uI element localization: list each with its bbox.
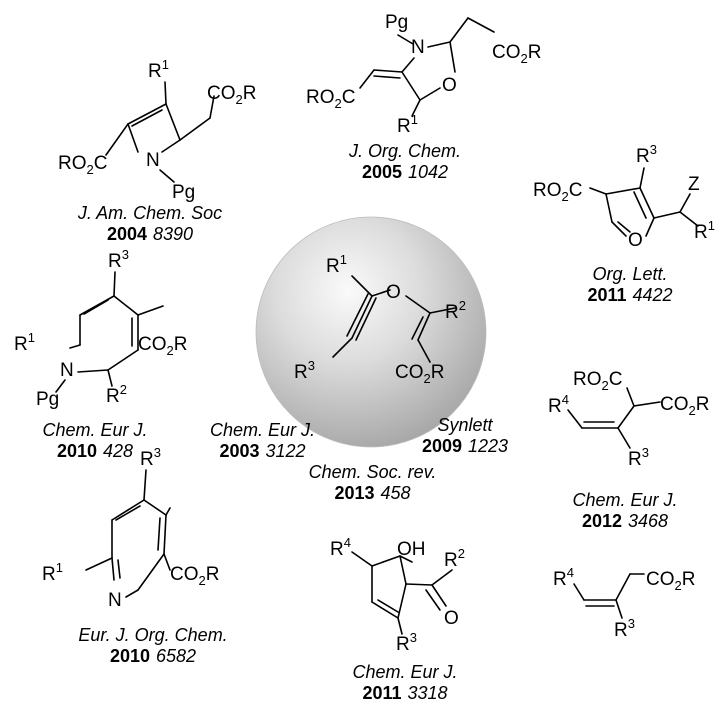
center-r1-label: R1 [326, 252, 347, 277]
malonate-structure: RO2C CO2R R4 R3 [548, 369, 709, 470]
dhp-r1-label: R1 [14, 330, 35, 355]
reference-journal: Synlett [437, 415, 493, 435]
reference-year: 2011 [587, 285, 627, 305]
reference-page: 1223 [468, 436, 509, 456]
oxazolidine-pg-label: Pg [385, 12, 408, 33]
oxazolidine-r1-label: R1 [397, 112, 418, 137]
furan-structure: R3 O Z R1 RO2C [533, 142, 715, 251]
phenol-r3-label: R3 [396, 630, 417, 655]
furan-oxygen-label: O [628, 230, 643, 251]
pyridine-structure: R3 CO2R R1 N [42, 445, 219, 611]
reference-page: 428 [103, 441, 134, 461]
reference-page: 6582 [156, 646, 197, 666]
furan-z-label: Z [688, 174, 700, 195]
furan-ro2c-label: RO2C [533, 180, 582, 204]
reference-page: 3122 [265, 441, 306, 461]
reference-year: 2005 [361, 162, 402, 182]
center-r3-label: R3 [294, 358, 315, 383]
reference-journal: Eur. J. Org. Chem. [78, 625, 228, 645]
reference-year: 2012 [581, 511, 622, 531]
reference-synlett: Synlett 2009 1223 [415, 415, 515, 457]
furan-r3-label: R3 [636, 142, 657, 167]
reference-page: 3468 [628, 511, 669, 531]
alkene-r3-label: R3 [614, 616, 635, 641]
oxazolidine-ester-label: CO2R [492, 42, 541, 66]
dhp-pg-label: Pg [36, 389, 59, 410]
pyrrole-nitrogen-label: N [146, 150, 160, 171]
pyridine-r1-label: R1 [42, 560, 63, 585]
reference-page: 8390 [153, 224, 194, 244]
phenol-oxygen-label: O [444, 608, 459, 629]
reference-journal: Chem. Eur J. [572, 490, 678, 510]
center-oxygen-label: O [386, 282, 401, 303]
reference-year: 2004 [106, 224, 147, 244]
reference-page: 3318 [407, 683, 448, 703]
reference-journal: Chem. Soc. rev. [308, 462, 437, 482]
reference-page: 4422 [632, 285, 673, 305]
pyrrole-r1-label: R1 [148, 57, 169, 82]
pyridine-r3-label: R3 [140, 445, 161, 470]
reference-journal: Org. Lett. [592, 264, 668, 284]
malonate-r3-label: R3 [628, 445, 649, 470]
center-r2-label: R2 [445, 298, 466, 323]
reference-journal: J. Am. Chem. Soc [77, 203, 223, 223]
center-molecule: R1 O R2 CO2R R3 [294, 252, 466, 386]
furan-r1-label: R1 [694, 218, 715, 243]
center-ester-label: CO2R [395, 362, 444, 386]
dhp-r3-label: R3 [108, 247, 129, 272]
oxazolidine-oxygen-label: O [442, 75, 457, 96]
phenol-r4-label: R4 [330, 535, 351, 560]
central-sphere [255, 216, 487, 448]
reference-year: 2003 [219, 441, 260, 461]
alkene-ester-label: CO2R [646, 569, 695, 593]
phenol-oh-label: OH [397, 539, 426, 560]
oxazolidine-structure: Pg N CO2R O RO2C R1 [306, 12, 541, 137]
dhp-ester-label: CO2R [138, 334, 187, 358]
alkene-r4-label: R4 [553, 565, 574, 590]
pyridine-ester-label: CO2R [170, 564, 219, 588]
reference-jacs: J. Am. Chem. Soc 2004 8390 [55, 203, 245, 245]
reference-page: 458 [380, 483, 411, 503]
reference-cej2012: Chem. Eur J. 2012 3468 [560, 490, 690, 532]
malonate-ro2c-label: RO2C [573, 369, 622, 393]
reference-year: 2009 [421, 436, 462, 456]
reference-year: 2013 [334, 483, 375, 503]
malonate-r4-label: R4 [548, 392, 569, 417]
reference-journal: Chem. Eur J. [209, 420, 316, 440]
phenol-r2-label: R2 [444, 546, 465, 571]
dhp-r2-label: R2 [106, 382, 127, 407]
reference-year: 2011 [362, 683, 402, 703]
reference-year: 2010 [56, 441, 97, 461]
pyrrole-pg-label: Pg [172, 182, 195, 203]
oxazolidine-nitrogen-label: N [411, 37, 425, 58]
dihydropyridine-structure: R3 CO2R R1 N R2 Pg [14, 247, 187, 410]
reference-joc: J. Org. Chem. 2005 1042 [330, 141, 480, 183]
pyrrole-ester-label: CO2R [207, 83, 256, 107]
reference-page: 1042 [408, 162, 449, 182]
pyrrole-structure: R1 N Pg CO2R RO2C [58, 57, 256, 203]
dhp-nitrogen-label: N [60, 360, 74, 381]
reference-cej2010: Chem. Eur J. 2010 428 [30, 420, 160, 462]
alkene-ester-structure: R4 CO2R R3 [553, 565, 695, 641]
pyridine-nitrogen-label: N [108, 590, 122, 611]
malonate-ester-label: CO2R [660, 394, 709, 418]
reference-journal: J. Org. Chem. [348, 141, 462, 161]
reference-journal: Chem. Eur J. [42, 420, 148, 440]
oxazolidine-ro2c-label: RO2C [306, 87, 355, 111]
pyrrole-ro2c-label: RO2C [58, 153, 107, 177]
reference-year: 2010 [109, 646, 150, 666]
reference-journal: Chem. Eur J. [352, 662, 458, 682]
phenol-structure: R4 OH R2 O R3 [330, 535, 465, 655]
reference-ejoc: Eur. J. Org. Chem. 2010 6582 [58, 625, 248, 667]
